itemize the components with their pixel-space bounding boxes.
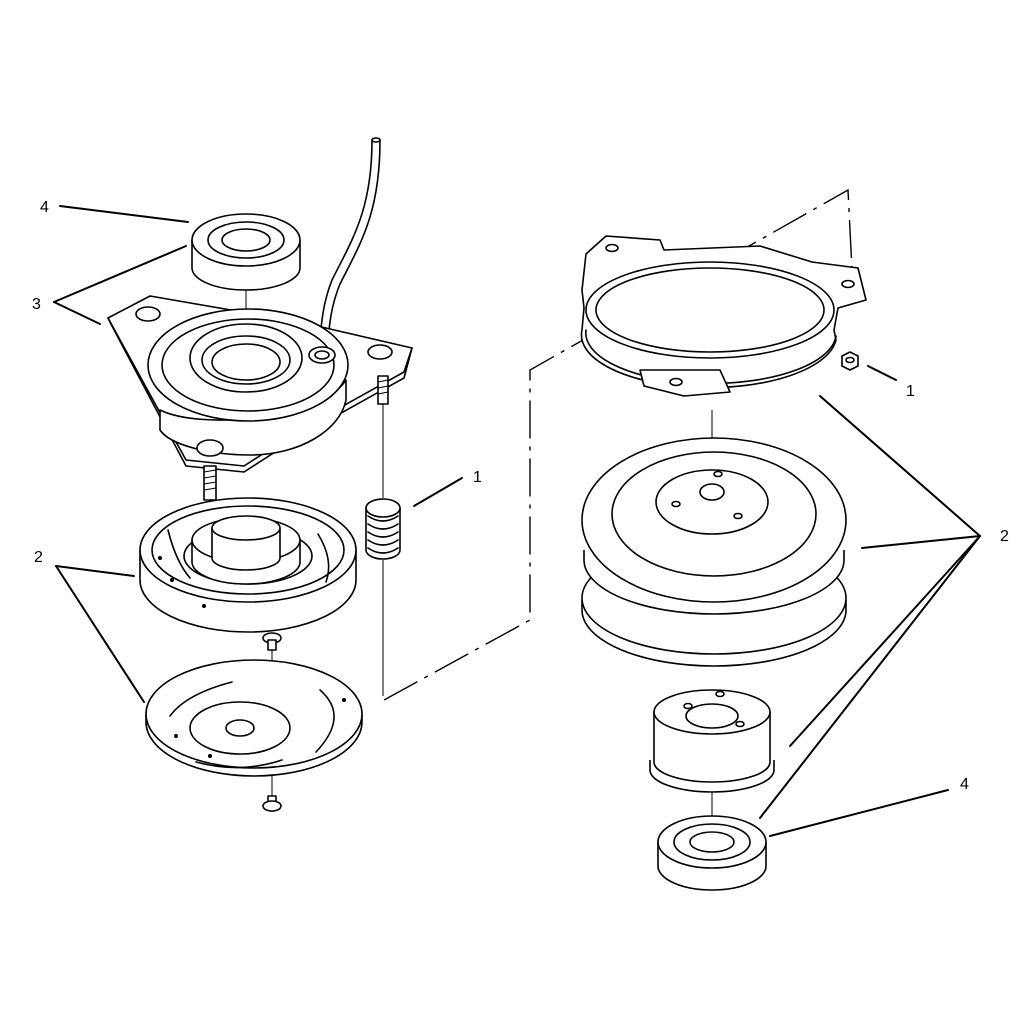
leader-pulley-a [819,395,981,537]
field-assembly [107,295,413,473]
leader-spring [413,477,463,507]
callout-nut: 1 [906,383,915,400]
leader-rotor [55,565,135,577]
left-rotor [139,497,357,633]
leader-right-bearing [769,789,949,837]
pulley [581,437,847,667]
rivet-bottom [262,795,282,812]
callout-field-assembly: 3 [32,296,41,313]
leader-pulley-d [759,535,981,819]
leader-left-bearing [59,205,189,223]
callout-right-bearing: 4 [960,776,969,793]
armature-plate [145,659,363,777]
mounting-stud-left [203,465,217,501]
callout-spring: 1 [473,469,482,486]
callout-pulley: 2 [1000,528,1009,545]
callout-armature: 2 [34,549,43,566]
rivet-top [262,632,282,651]
leader-pulley-c [789,535,981,747]
wire-lead [319,139,373,353]
phantom-line [383,188,853,701]
leader-armature [55,565,145,703]
leader-field-b [53,301,101,325]
leader-field-a [53,245,187,303]
spring [365,498,401,696]
mounting-stud-right [377,375,389,498]
nut [841,351,859,371]
callout-left-bearing: 4 [40,199,49,216]
pulley-hub [649,689,775,793]
right-bearing [657,815,767,891]
left-bearing [191,213,301,291]
leader-nut [867,365,897,381]
bracket-housing [580,235,867,397]
leader-pulley-b [861,535,981,549]
